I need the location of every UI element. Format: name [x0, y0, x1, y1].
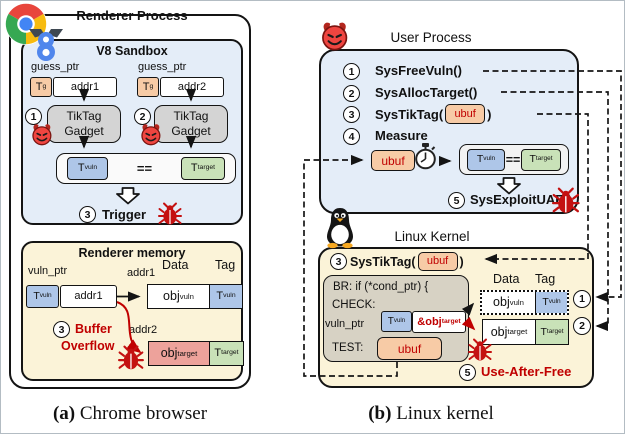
step-1-badge: 1	[343, 63, 360, 80]
kernel-systiktag-prefix: SysTikTag(	[350, 254, 416, 269]
test-label: TEST:	[332, 342, 364, 354]
v8-sandbox-title: V8 Sandbox	[96, 44, 168, 58]
vuln-ptr-label: vuln_ptr	[325, 318, 365, 330]
step-4-badge: 4	[343, 128, 360, 145]
linux-kernel-title: Linux Kernel	[394, 229, 470, 244]
step-1-badge: 1	[25, 108, 42, 125]
step-2-badge: 2	[573, 317, 591, 335]
syscall-alloc-target: SysAllocTarget()	[375, 85, 478, 100]
syscall-tiktag-prefix: SysTikTag(	[375, 106, 444, 122]
step-2-badge: 2	[343, 85, 360, 102]
kernel-systiktag-suffix: )	[459, 254, 464, 269]
data-header-b: Data	[493, 272, 520, 286]
syscall-tiktag-row: SysTikTag( ubuf )	[375, 104, 492, 124]
step-2-badge: 2	[134, 108, 151, 125]
ubuf-chip: ubuf	[445, 104, 486, 124]
equals-operator: ==	[505, 152, 521, 167]
tiktag-gadget-box-2: TikTag Gadget	[154, 105, 228, 143]
step-3-badge: 3	[53, 321, 70, 338]
renderer-process-title: Renderer Process	[76, 8, 188, 23]
buffer-overflow-label-1: Buffer	[75, 322, 112, 336]
equals-operator: ==	[136, 161, 153, 176]
buffer-overflow-label-2: Overflow	[61, 339, 115, 353]
step-3-badge: 3	[330, 253, 347, 270]
caption-b: (b) Linux kernel	[368, 403, 494, 424]
addr1-chip: addr1	[60, 285, 117, 308]
guess-ptr-label-right: guess_ptr	[138, 61, 187, 73]
ubuf-chip: ubuf	[417, 252, 458, 271]
step-5-badge: 5	[448, 192, 465, 209]
check-label: CHECK:	[332, 299, 376, 311]
vuln-ptr-label: vuln_ptr	[28, 265, 68, 277]
guess-ptr-label-left: guess_ptr	[31, 61, 80, 73]
use-after-free-label: Use-After-Free	[481, 364, 572, 379]
ubuf-chip: ubuf	[371, 150, 415, 171]
measure-label: Measure	[375, 128, 428, 143]
kernel-systiktag-row: SysTikTag( ubuf )	[350, 252, 464, 271]
step-5-badge: 5	[459, 364, 476, 381]
trigger-label: Trigger	[102, 207, 147, 222]
addr2-arrow-label: addr2	[129, 324, 158, 336]
step-1-badge: 1	[573, 290, 591, 308]
ubuf-chip: ubuf	[377, 337, 442, 360]
data-header-a: Data	[162, 258, 189, 272]
br-line: BR: if (*cond_ptr) {	[333, 281, 429, 293]
renderer-memory-title: Renderer memory	[78, 246, 186, 260]
addr1-arrow-label: addr1	[127, 267, 156, 279]
syscall-tiktag-suffix: )	[487, 106, 492, 122]
tiktag-gadget-box-1: TikTag Gadget	[47, 105, 121, 143]
syscall-free-vuln: SysFreeVuln()	[375, 63, 462, 78]
step-3-badge: 3	[79, 206, 96, 223]
tag-header-a: Tag	[215, 258, 236, 272]
caption-a: (a) Chrome browser	[52, 403, 208, 424]
syscall-exploit-uaf: SysExploitUAF()	[470, 192, 572, 207]
addr1-chip: addr1	[53, 77, 117, 97]
step-3-badge: 3	[343, 106, 360, 123]
addr2-chip: addr2	[160, 77, 224, 97]
user-process-title: User Process	[390, 30, 472, 45]
tag-header-b: Tag	[535, 272, 556, 286]
